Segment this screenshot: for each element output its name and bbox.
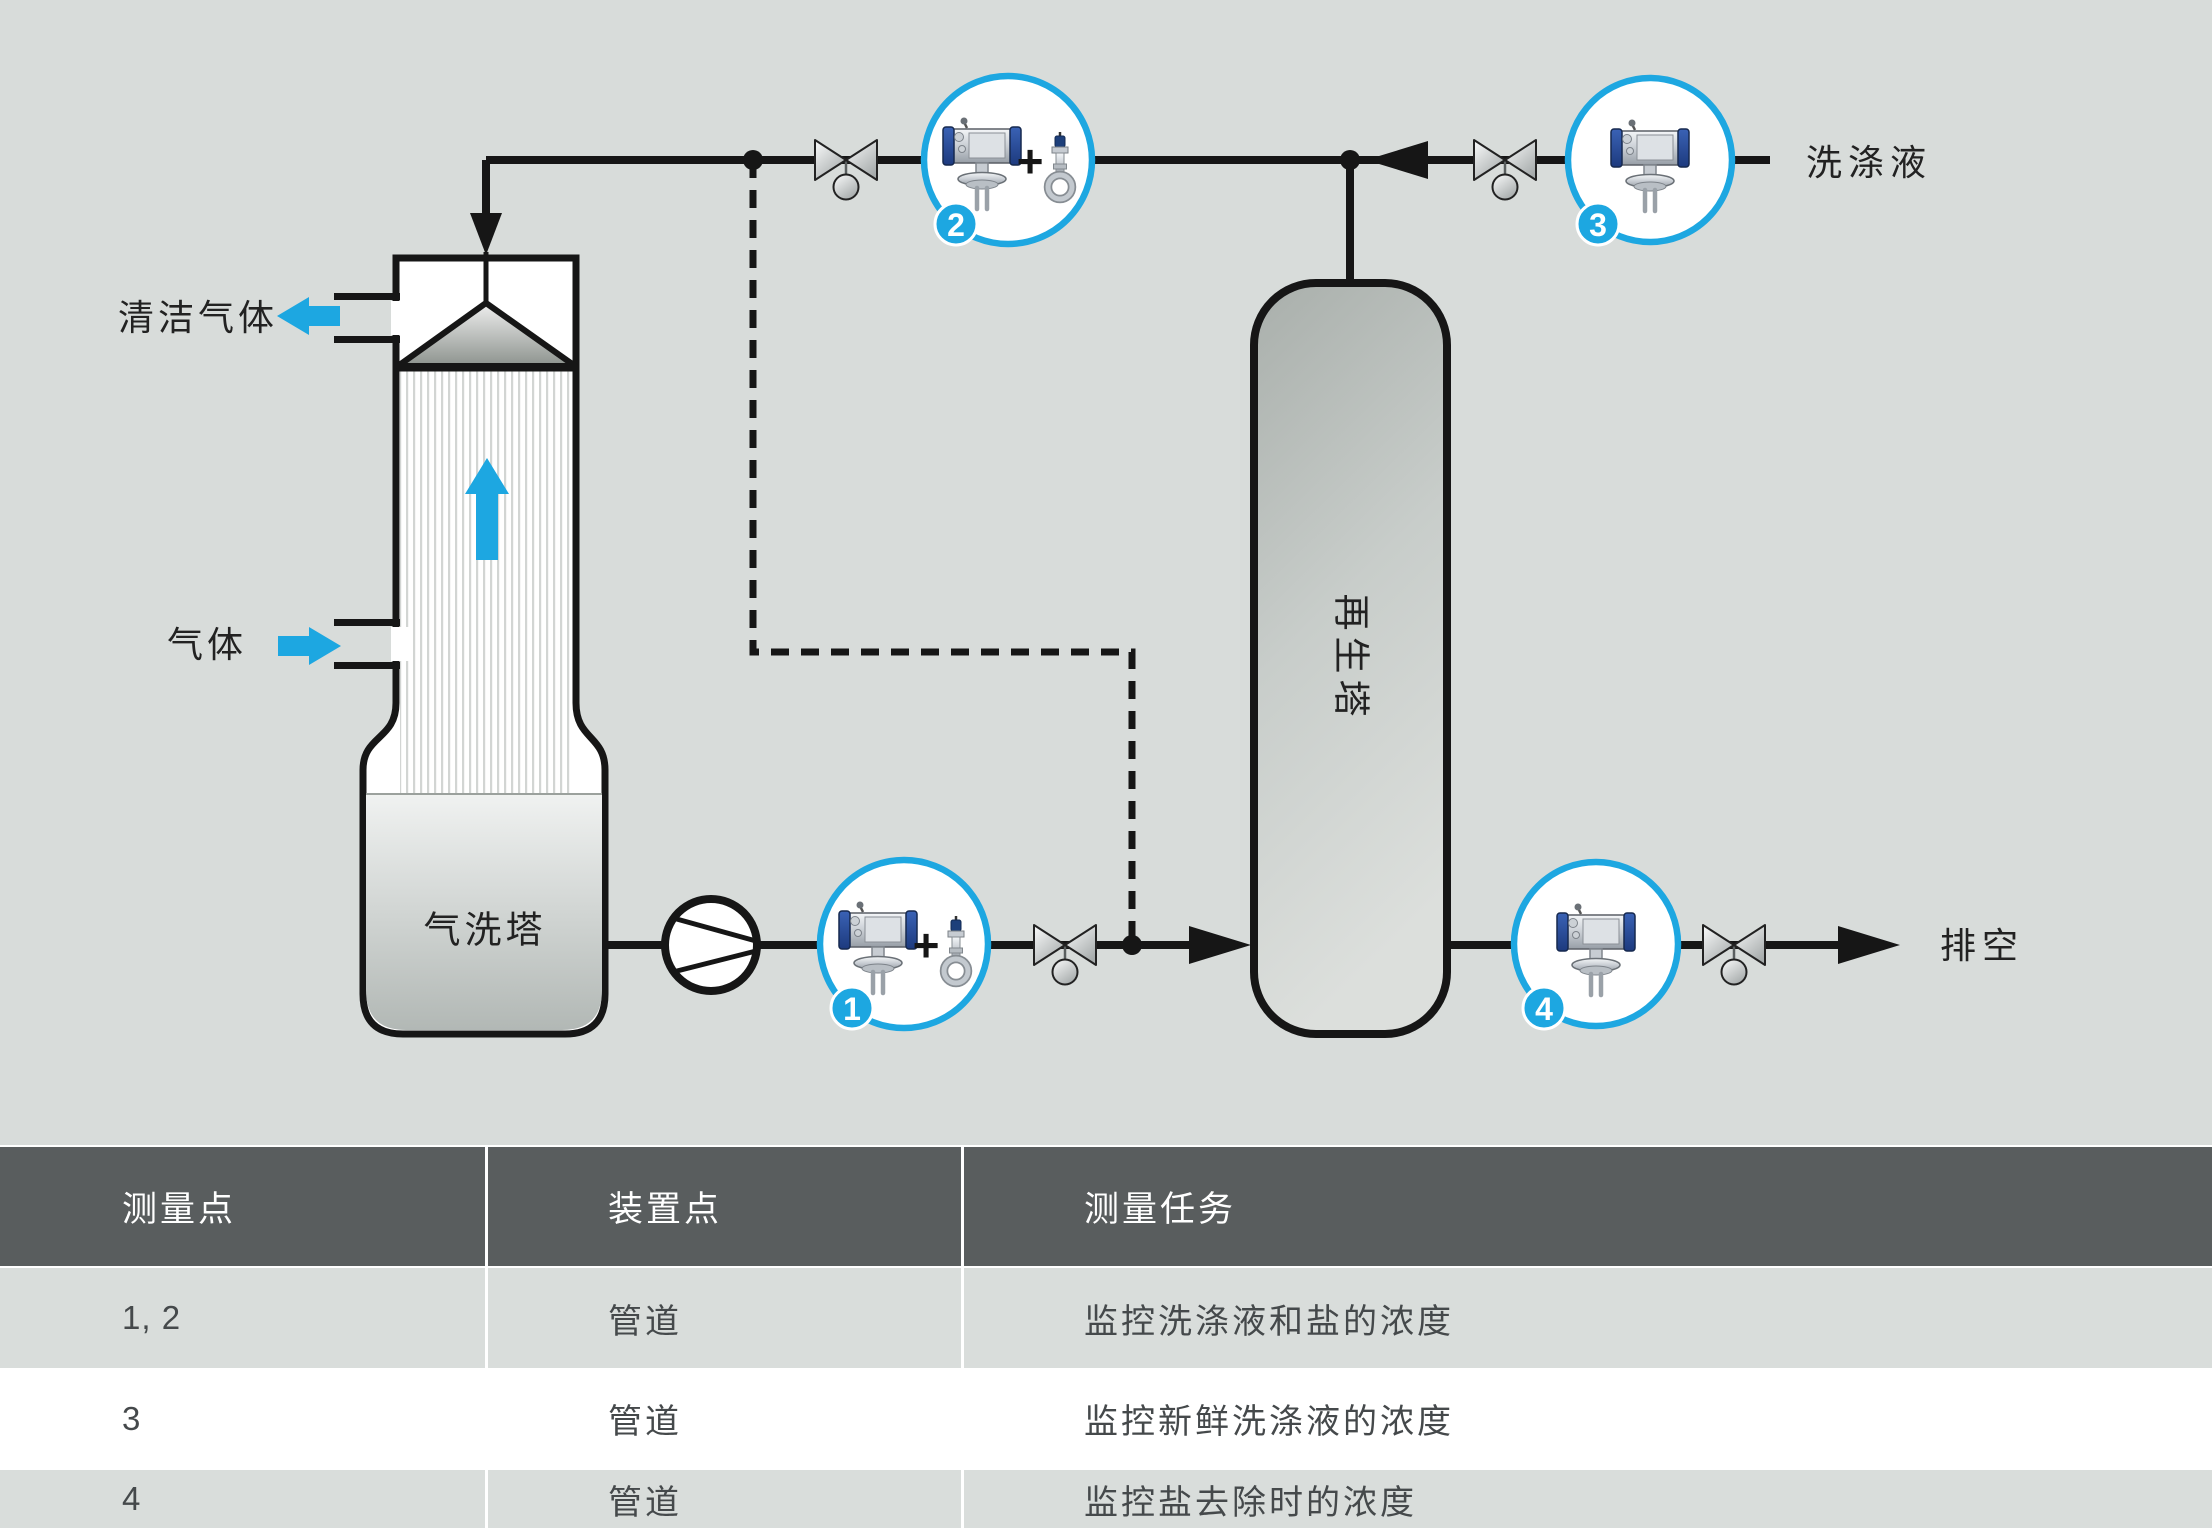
point-badge (1575, 201, 1621, 247)
into-tower-arrow-icon (1189, 926, 1251, 964)
spray-cone (395, 300, 578, 369)
scrubber-vessel: 气洗塔 (277, 213, 609, 1038)
up-flow-arrow-icon (465, 458, 509, 560)
wash-liquid-label: 洗涤液 (1806, 143, 1932, 183)
table-cell-point: 4 (122, 1480, 142, 1517)
table-row: 1, 2 管道 监控洗涤液和盐的浓度 (0, 1268, 2212, 1368)
clean-gas-label: 清洁气体 (118, 298, 278, 338)
measurement-point-3: 3 (1564, 74, 1736, 247)
table-row: 4 管道 监控盐去除时的浓度 (0, 1470, 2212, 1528)
table-header-row: 测量点 装置点 测量任务 (0, 1147, 2212, 1266)
pump-icon (661, 895, 761, 995)
header-cell-measurement-point: 测量点 (122, 1190, 237, 1229)
vent-arrow-icon (1838, 926, 1900, 964)
regeneration-tower: 再生塔 (1250, 279, 1451, 1038)
table-cell-point: 3 (122, 1399, 142, 1437)
table-cell-location: 管道 (485, 1470, 961, 1528)
point-badge (1521, 985, 1567, 1031)
measurement-table: 测量点 装置点 测量任务 1, 2 管道 监控洗涤液和盐的浓度 3 管道 监控新… (0, 1147, 2212, 1528)
gas-label: 气体 (167, 625, 247, 665)
outlet-stub-top (334, 293, 400, 300)
plus-sign: + (913, 919, 940, 971)
measurement-point-1: + 1 (816, 856, 992, 1032)
point-number: 2 (947, 207, 965, 243)
measurement-point-4: 4 (1510, 858, 1682, 1031)
table-cell-task: 监控新鲜洗涤液的浓度 (961, 1368, 2212, 1469)
point-badge (829, 985, 875, 1031)
regenerator-label: 再生塔 (1330, 594, 1371, 723)
scrubber-label: 气洗塔 (424, 910, 547, 952)
header-cell-measurement-task: 测量任务 (961, 1147, 2212, 1266)
packing-stripes (400, 368, 572, 794)
point-number: 4 (1535, 991, 1553, 1027)
clean-gas-arrow-icon (277, 297, 340, 335)
point-number: 1 (843, 991, 861, 1027)
measurement-point-2: + 2 (920, 72, 1096, 248)
table-cell-task: 监控洗涤液和盐的浓度 (961, 1268, 2212, 1368)
inlet-stub-top (334, 619, 400, 626)
table-cell-point: 1, 2 (122, 1299, 182, 1336)
plus-sign: + (1017, 135, 1044, 187)
wash-liquid-arrow-icon (1366, 141, 1428, 179)
inlet-stub-bottom (334, 662, 400, 669)
point-number: 3 (1589, 207, 1607, 243)
header-cell-installation-point: 装置点 (485, 1147, 961, 1266)
point-badge (933, 201, 979, 247)
tower-body (1250, 279, 1451, 1038)
table-row: 3 管道 监控新鲜洗涤液的浓度 (0, 1368, 2212, 1469)
junction-dot (743, 150, 763, 170)
dashed-sample-line (749, 160, 1136, 945)
sump-liquid (366, 794, 602, 1030)
junction-dot (1340, 150, 1360, 170)
inlet-opening (391, 627, 412, 661)
outlet-stub-bottom (334, 336, 400, 343)
gas-inlet-arrow-icon (278, 627, 341, 665)
outlet-opening (391, 301, 403, 335)
vent-label: 排空 (1940, 926, 2024, 966)
table-cell-task: 监控盐去除时的浓度 (961, 1470, 2212, 1528)
feed-arrow-icon (470, 213, 502, 255)
process-diagram: 气洗塔 再生塔 + (0, 0, 2212, 1145)
table-cell-location: 管道 (485, 1268, 961, 1368)
junction-dot (1122, 935, 1142, 955)
table-cell-location: 管道 (485, 1368, 961, 1469)
